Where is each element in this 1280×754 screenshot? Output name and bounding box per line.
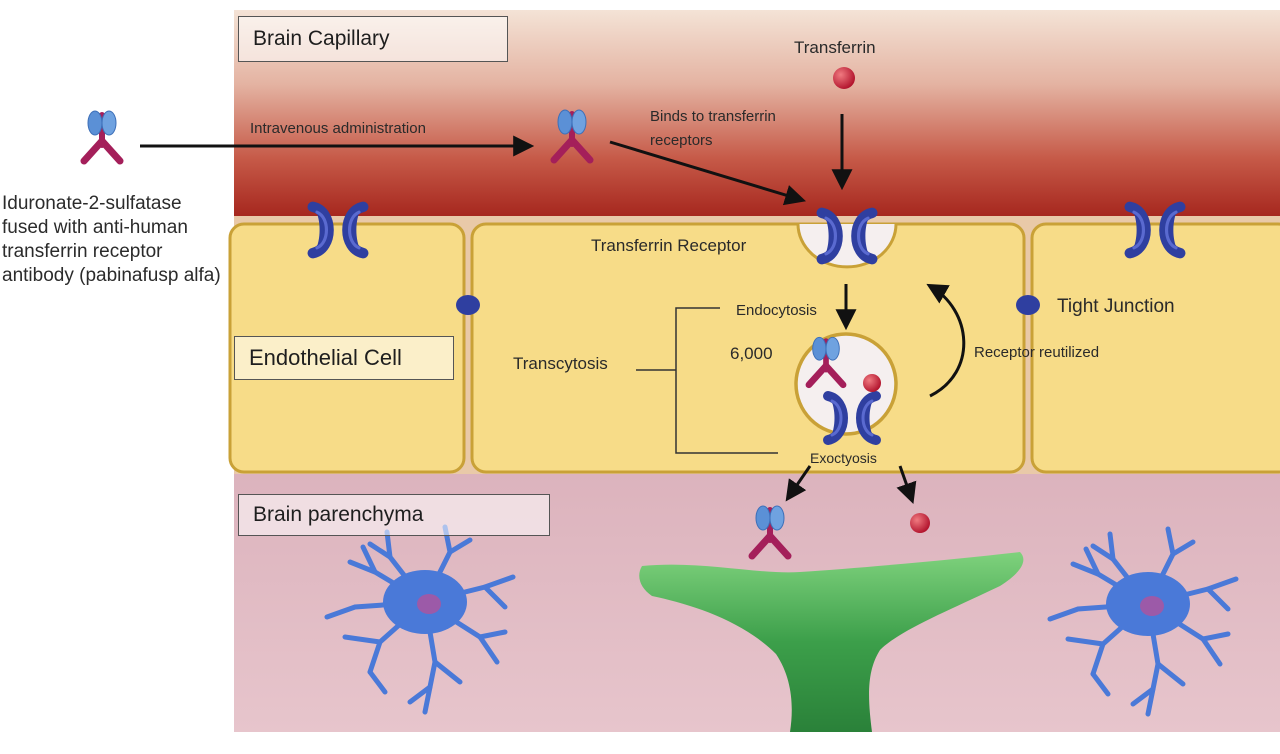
transferrin-icon bbox=[910, 513, 930, 533]
count-label: 6,000 bbox=[730, 344, 773, 363]
exocytosis-arrow-right bbox=[896, 465, 917, 504]
binds-arrow bbox=[609, 140, 807, 206]
tight-junction-icon bbox=[456, 295, 480, 315]
transferrin-icon bbox=[863, 374, 881, 392]
tight-junction-label: Tight Junction bbox=[1057, 296, 1175, 317]
receptor-reutilized-label: Receptor reutilized bbox=[974, 344, 1100, 361]
intravenous-label: Intravenous administration bbox=[250, 120, 426, 137]
exocytosis-arrow-left bbox=[785, 465, 812, 502]
brain-capillary-label: Brain Capillary bbox=[238, 16, 508, 62]
transferrin-label: Transferrin bbox=[794, 38, 876, 57]
binds-label-line1: Binds to transferrin bbox=[650, 108, 776, 125]
endothelial-cell-label: Endothelial Cell bbox=[234, 336, 454, 380]
dendrite-icon bbox=[639, 552, 1024, 732]
transferrin-icon bbox=[833, 67, 855, 89]
exocytosis-label: Exoctyosis bbox=[810, 450, 877, 466]
brain-parenchyma-label: Brain parenchyma bbox=[238, 494, 550, 536]
endocytosis-label: Endocytosis bbox=[736, 302, 817, 319]
tight-junction-icon bbox=[1016, 295, 1040, 315]
transcytosis-bracket bbox=[636, 307, 778, 454]
drug-description: Iduronate-2-sulfatase fused with anti-hu… bbox=[2, 193, 221, 286]
binds-label-line2: receptors bbox=[650, 132, 713, 149]
transferrin-receptor-label: Transferrin Receptor bbox=[591, 236, 747, 255]
transcytosis-label: Transcytosis bbox=[513, 354, 608, 373]
reutilized-arrow bbox=[926, 283, 966, 398]
antibody-icon bbox=[84, 111, 120, 161]
